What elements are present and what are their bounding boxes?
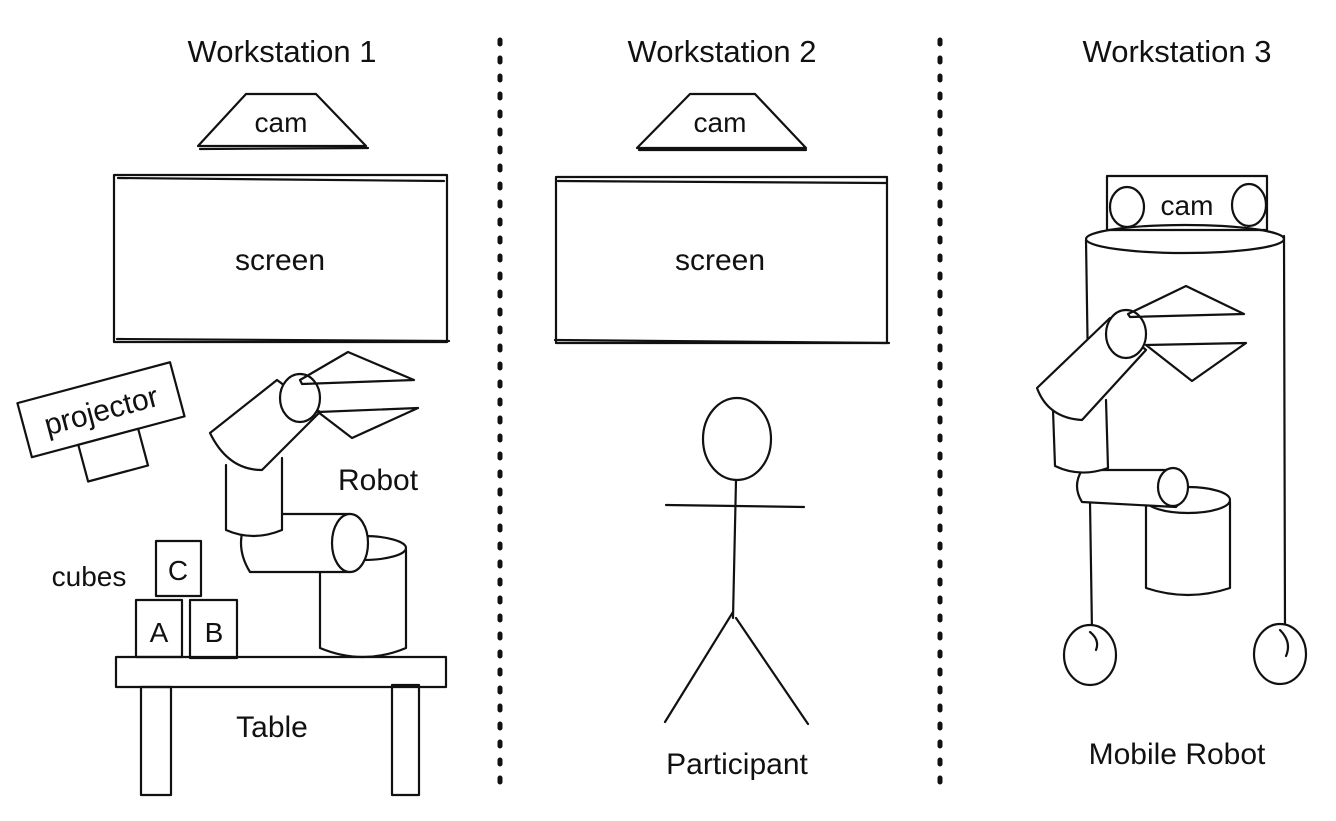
workstation-2-title: Workstation 2 (628, 34, 817, 69)
ws1-table-label: Table (236, 711, 308, 744)
ws2-screen-label: screen (675, 244, 765, 277)
ws1-robot-label: Robot (338, 464, 419, 497)
ws2-screen: screen (553, 175, 891, 345)
workstation-3: Workstation 3 cam (1035, 34, 1308, 771)
workstation-1-title: Workstation 1 (188, 34, 377, 69)
participant-figure (663, 396, 810, 726)
cube-b-label: B (205, 617, 224, 648)
ws3-camera: cam (1105, 174, 1269, 232)
ws2-participant-label: Participant (666, 748, 808, 781)
ws3-cam-label: cam (1161, 190, 1214, 221)
ws1-screen-label: screen (235, 244, 325, 277)
ws3-mobile-robot-label: Mobile Robot (1089, 738, 1266, 771)
cube-a-label: A (150, 617, 169, 648)
ws1-table: Table (114, 655, 448, 797)
ws1-robot-arm (208, 350, 420, 659)
ws2-cam-label: cam (694, 107, 747, 138)
workstation-3-title: Workstation 3 (1083, 34, 1272, 69)
mobile-robot-wheels (1062, 622, 1308, 687)
cube-c-label: C (168, 555, 188, 586)
ws1-projector: projector (16, 361, 186, 483)
ws1-cubes: C A B (134, 539, 239, 660)
workstation-2: Workstation 2 cam screen Participant (553, 34, 891, 781)
ws2-camera: cam (635, 92, 808, 152)
ws1-cam-label: cam (255, 107, 308, 138)
mobile-robot-arm (1035, 284, 1248, 597)
ws1-screen: screen (112, 173, 451, 344)
workstation-1: Workstation 1 cam screen projector (16, 34, 451, 797)
ws1-cubes-label: cubes (52, 561, 127, 592)
ws1-camera: cam (196, 92, 370, 151)
